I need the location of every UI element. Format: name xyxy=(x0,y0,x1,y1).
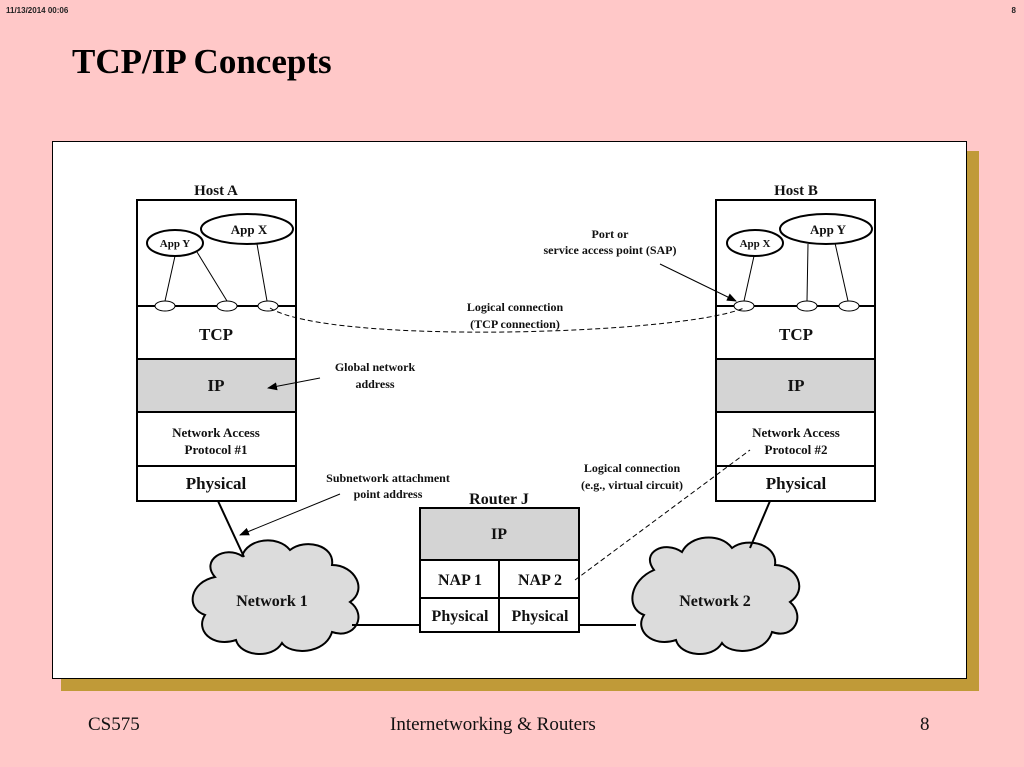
host-a-nap-line1: Network Access xyxy=(172,425,260,440)
subnet-address-annotation-line2: point address xyxy=(354,487,423,501)
timestamp: 11/13/2014 00:06 xyxy=(6,6,69,15)
host-b-port xyxy=(838,300,860,312)
router-ip-layer xyxy=(419,507,580,561)
network-1-cloud: Network 1 xyxy=(191,539,360,656)
sap-arrow xyxy=(659,263,737,302)
global-address-annotation-line2: address xyxy=(355,377,394,391)
vc-annotation-line2: (e.g., virtual circuit) xyxy=(581,478,683,492)
host-a-label: Host A xyxy=(194,183,238,199)
network-2-cloud: Network 2 xyxy=(631,536,801,656)
sap-annotation-line1: Port or xyxy=(592,227,630,241)
router-j: Router J IP NAP 1 NAP 2 Physical Physica… xyxy=(419,491,580,633)
global-address-arrow xyxy=(267,377,321,391)
host-a-app-x-label: App X xyxy=(231,222,268,237)
tcp-connection-annotation-line2: (TCP connection) xyxy=(470,317,560,331)
host-b-physical-label: Physical xyxy=(766,474,827,493)
host-a-port xyxy=(257,300,279,312)
host-b-nap-line2: Protocol #2 xyxy=(765,442,828,457)
router-physical2-label: Physical xyxy=(512,608,569,625)
host-b-ip-label: IP xyxy=(788,376,805,395)
host-a-ip-layer xyxy=(136,358,297,413)
router-nap1-label: NAP 1 xyxy=(438,572,482,589)
router-label: Router J xyxy=(469,491,529,508)
vc-annotation-line1: Logical connection xyxy=(584,461,681,475)
host-a: Host A App Y App X TCP IP Network Access… xyxy=(136,183,297,502)
sap-annotation-line2: service access point (SAP) xyxy=(544,243,677,257)
virtual-circuit-connection xyxy=(574,449,751,581)
subnet-address-arrow xyxy=(239,493,341,536)
footer-course: CS575 xyxy=(88,714,140,735)
host-b-tcp-label: TCP xyxy=(779,325,813,344)
tcp-logical-connection xyxy=(269,307,745,333)
tcp-connection-annotation-line1: Logical connection xyxy=(467,300,564,314)
corner-page-number: 8 xyxy=(1011,6,1016,15)
footer-topic: Internetworking & Routers xyxy=(390,714,596,735)
host-a-port xyxy=(154,300,176,312)
host-b-app-x-label: App X xyxy=(740,238,771,250)
link-host-b-network-2 xyxy=(749,500,771,549)
host-a-app-x xyxy=(200,213,294,245)
footer-page-number: 8 xyxy=(920,714,930,735)
host-b: Host B App X App Y TCP IP Network Access… xyxy=(715,183,876,502)
network-1-label: Network 1 xyxy=(236,593,308,610)
host-b-app-x xyxy=(726,229,784,257)
host-b-port xyxy=(733,300,755,312)
host-a-nap-line2: Protocol #1 xyxy=(185,442,248,457)
host-a-port xyxy=(216,300,238,312)
router-physical1-label: Physical xyxy=(432,608,489,625)
host-a-ip-label: IP xyxy=(208,376,225,395)
host-b-app-y xyxy=(779,213,873,245)
router-nap2-label: NAP 2 xyxy=(518,572,562,589)
host-b-port xyxy=(796,300,818,312)
host-a-app-y-label: App Y xyxy=(160,238,191,250)
subnet-address-annotation-line1: Subnetwork attachment xyxy=(326,471,450,485)
host-a-tcp-label: TCP xyxy=(199,325,233,344)
host-a-physical-label: Physical xyxy=(186,474,247,493)
network-2-label: Network 2 xyxy=(679,593,751,610)
global-address-annotation-line1: Global network xyxy=(335,360,416,374)
host-b-nap-line1: Network Access xyxy=(752,425,840,440)
slide-title: TCP/IP Concepts xyxy=(72,42,332,81)
host-b-ip-layer xyxy=(715,358,876,413)
link-host-a-network-1 xyxy=(217,500,245,558)
router-ip-label: IP xyxy=(491,526,507,543)
host-b-label: Host B xyxy=(774,183,818,199)
host-b-app-y-label: App Y xyxy=(810,222,847,237)
